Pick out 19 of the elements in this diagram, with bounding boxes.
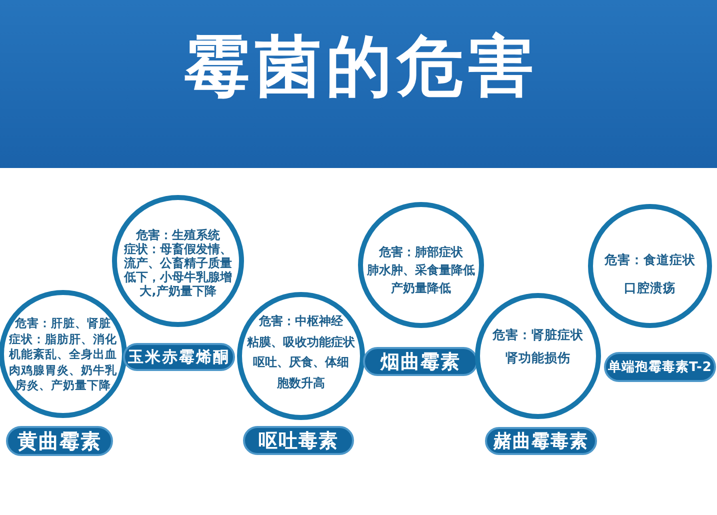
description-text: 呕吐、厌食、体细胞数升高 [253, 354, 349, 392]
label-pill: 黄曲霉素 [6, 426, 113, 456]
description-text: 危害：中枢神经粘膜、吸收功能症状 [247, 313, 355, 350]
label-pill: 单端孢霉毒素T-2 [604, 352, 716, 382]
description-text: 肾功能损伤 [506, 349, 570, 367]
description-text: 口腔溃疡 [624, 279, 676, 297]
description-text: 症状：母畜假发情、流产、公畜精子质量低下，小母牛乳腺增大,产奶量下降 [124, 242, 232, 298]
label-pill: 烟曲霉素 [363, 347, 478, 376]
label-pill: 玉米赤霉烯酮 [123, 343, 235, 371]
label-pill: 呕吐毒素 [243, 426, 354, 455]
description-text: 危害：肝脏、肾脏 [15, 316, 111, 332]
description-text: 肺水肿、采食量降低产奶量降低 [367, 262, 475, 297]
description-text: 危害：肺部症状 [379, 244, 463, 261]
label-pill: 赭曲霉毒素 [485, 427, 597, 455]
description-text: 危害：生殖系统 [136, 228, 220, 242]
description-text: 危害：肾脏症状 [492, 326, 584, 344]
description-text: 症状：脂肪肝、消化机能紊乱、全身出血肉鸡腺胃炎、奶牛乳房炎、产奶量下降 [9, 332, 117, 394]
title: 霉菌的危害 [183, 34, 539, 100]
description-text: 危害：食道症状 [604, 251, 696, 269]
